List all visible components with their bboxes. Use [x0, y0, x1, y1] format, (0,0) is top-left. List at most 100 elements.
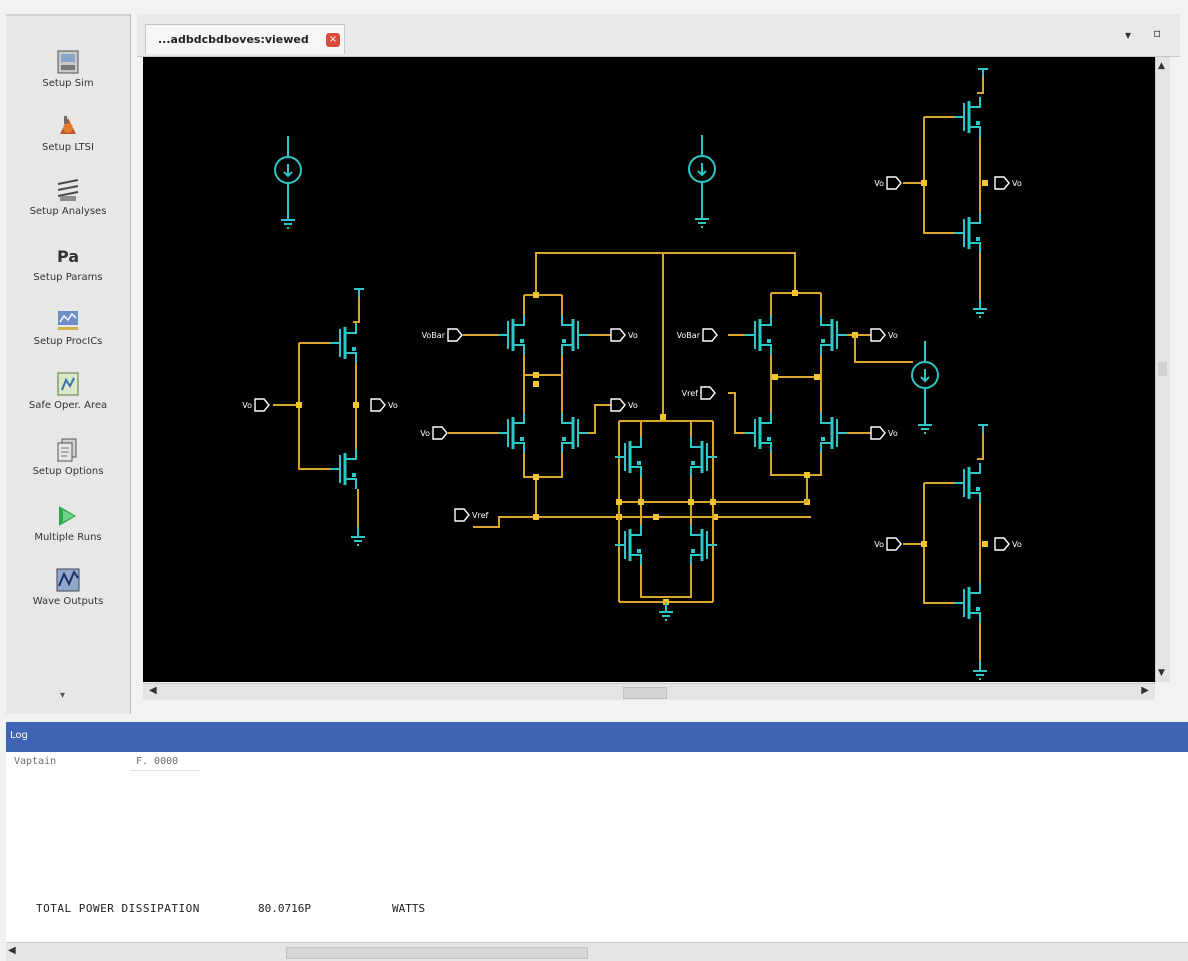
device-terminal — [691, 549, 695, 553]
device-stroke — [760, 442, 772, 453]
canvas-horizontal-scrollbar[interactable]: ◀ ▶ — [143, 683, 1155, 700]
device-terminal — [821, 339, 825, 343]
device-terminal — [691, 461, 695, 465]
log-scroll-thumb[interactable] — [286, 947, 588, 959]
device-stroke — [820, 315, 832, 326]
pin-label: Vo — [420, 429, 430, 438]
device-stroke — [630, 466, 642, 477]
device-stroke — [969, 492, 981, 503]
log-line-key: Vaptain — [14, 756, 57, 767]
node-dot — [638, 499, 644, 505]
palette-more-chevron-icon[interactable]: ▾ — [60, 690, 66, 701]
runs-icon — [59, 506, 76, 526]
pin-shape — [994, 537, 1010, 551]
log-horizontal-scrollbar[interactable]: ◀ — [6, 942, 1188, 961]
device-terminal — [520, 339, 524, 343]
setup-sim-button[interactable]: Setup Sim — [6, 48, 130, 89]
wire — [923, 483, 954, 604]
device-stroke — [561, 344, 573, 355]
device-stroke — [690, 554, 702, 565]
scroll-up-arrow-icon[interactable]: ▲ — [1158, 61, 1165, 71]
device-stroke — [690, 466, 702, 477]
device-stroke — [820, 344, 832, 355]
setup-analyses-button[interactable]: Setup Analyses — [6, 176, 130, 217]
device-stroke — [760, 344, 772, 355]
wave-outputs-button[interactable]: Wave Outputs — [6, 566, 130, 607]
device-stroke — [697, 163, 707, 177]
wire — [588, 404, 611, 434]
multiple-runs-button[interactable]: Multiple Runs — [6, 502, 130, 543]
setup-options-label: Setup Options — [32, 466, 104, 477]
device-stroke — [969, 612, 981, 623]
device-stroke — [345, 352, 357, 363]
log-scroll-left-arrow-icon[interactable]: ◀ — [8, 945, 16, 956]
node-dot — [653, 514, 659, 520]
pin-shape — [370, 398, 386, 412]
tab-schematic[interactable]: ...adbdcbdboves:viewed × — [145, 24, 345, 54]
device-terminal — [637, 549, 641, 553]
device-stroke — [969, 463, 981, 474]
device-stroke — [354, 288, 364, 297]
device-stroke — [695, 209, 709, 228]
pin-shape — [610, 328, 626, 342]
scroll-down-arrow-icon[interactable]: ▼ — [1158, 668, 1165, 678]
pin-shape — [610, 398, 626, 412]
node-dot — [792, 290, 798, 296]
device-stroke — [345, 323, 357, 334]
device-stroke — [630, 554, 642, 565]
node-dot — [660, 414, 666, 420]
device-stroke — [760, 413, 772, 424]
safe-oper-area-button[interactable]: Safe Oper. Area — [6, 370, 130, 411]
params-glyph: Pa — [57, 247, 79, 266]
device-stroke — [760, 315, 772, 326]
voltage-source — [274, 156, 302, 184]
device-stroke — [513, 413, 525, 424]
device-terminal — [767, 339, 771, 343]
log-separator — [130, 770, 200, 781]
setup-ltsi-label: Setup LTSI — [42, 142, 94, 153]
canvas-vertical-scrollbar[interactable]: ▲ ▼ — [1155, 57, 1170, 682]
node-dot — [296, 402, 302, 408]
power-dissipation-value: 80.0716P — [258, 902, 311, 915]
power-dissipation-unit: WATTS — [392, 902, 426, 915]
restore-window-icon[interactable]: ▫ — [1153, 26, 1162, 40]
wire — [977, 433, 984, 460]
device-terminal — [352, 347, 356, 351]
pin-shape — [870, 426, 886, 440]
device-stroke — [561, 315, 573, 326]
setup-procics-button[interactable]: Setup ProcICs — [6, 306, 130, 347]
device-stroke — [345, 449, 357, 460]
close-icon[interactable]: × — [326, 33, 340, 47]
vertical-scroll-grip[interactable] — [1158, 362, 1167, 376]
device-stroke — [351, 527, 365, 546]
analyses-icon — [57, 179, 79, 201]
tab-schematic-label: ...adbdcbdboves:viewed — [158, 33, 309, 46]
pin-shape — [454, 508, 470, 522]
safe-oper-area-label: Safe Oper. Area — [28, 400, 108, 411]
pin-shape — [702, 328, 718, 342]
setup-params-button[interactable]: Pa Setup Params — [6, 242, 130, 283]
pin-shape — [447, 328, 463, 342]
device-stroke — [659, 602, 673, 621]
setup-ltsi-button[interactable]: Setup LTSI — [6, 112, 130, 153]
pin-shape — [870, 328, 886, 342]
log-panel-title: Log — [10, 730, 28, 741]
device-terminal — [976, 607, 980, 611]
device-stroke — [820, 442, 832, 453]
node-dot — [772, 374, 778, 380]
device-terminal — [562, 437, 566, 441]
scroll-right-arrow-icon[interactable]: ▶ — [1141, 685, 1149, 696]
voltage-source — [911, 361, 939, 389]
pin-label: Vref — [682, 389, 699, 398]
node-dot — [353, 402, 359, 408]
device-stroke — [690, 525, 702, 536]
tab-menu-chevron-icon[interactable]: ▾ — [1125, 28, 1132, 42]
setup-options-button[interactable]: Setup Options — [6, 436, 130, 477]
pin-label: Vo — [628, 401, 638, 410]
device-terminal — [976, 121, 980, 125]
scroll-left-arrow-icon[interactable]: ◀ — [149, 685, 157, 696]
device-terminal — [976, 487, 980, 491]
horizontal-scroll-thumb[interactable] — [623, 687, 667, 699]
